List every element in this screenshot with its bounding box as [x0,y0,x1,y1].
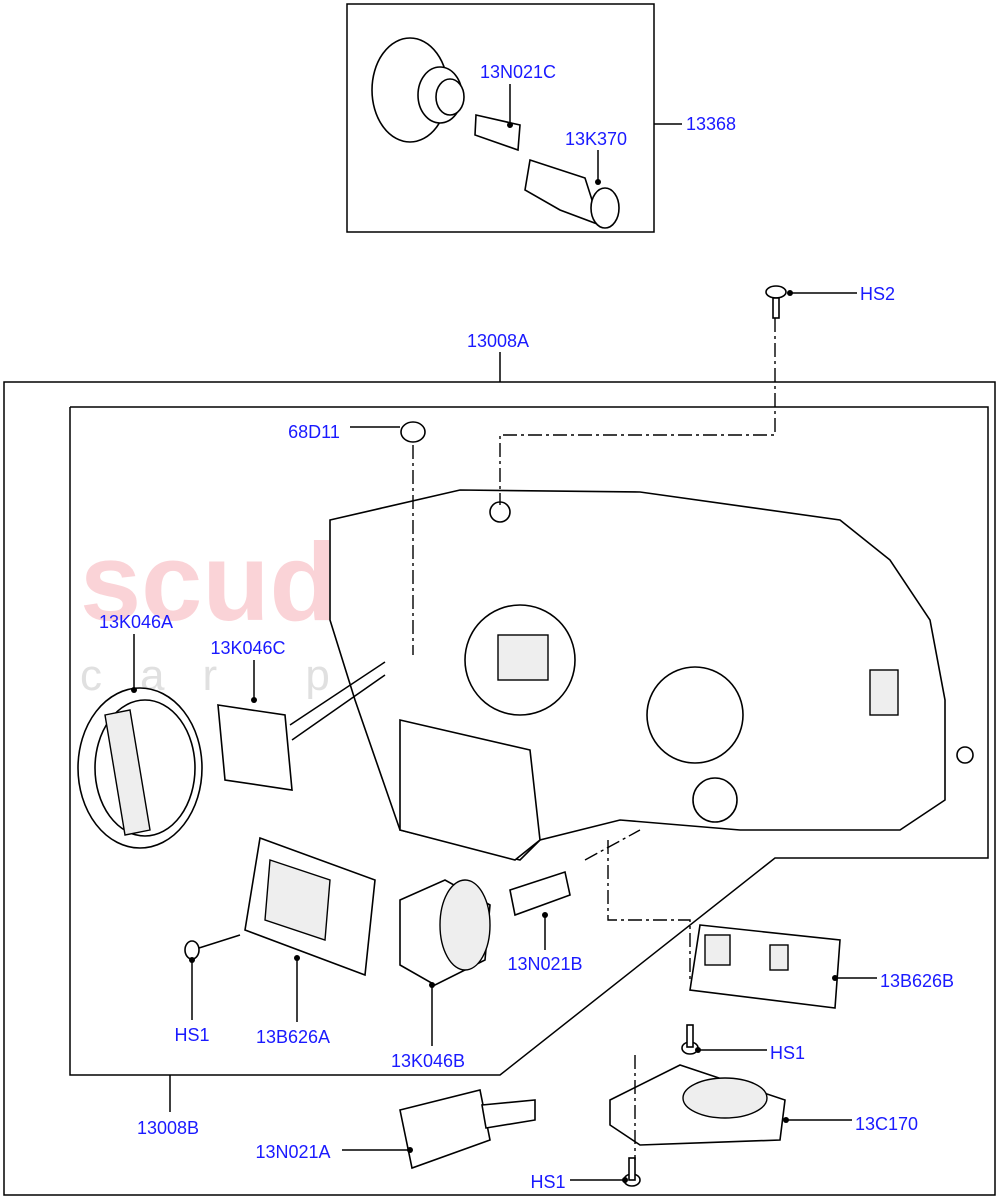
module-a-part [244,836,376,977]
label-13N021B[interactable]: 13N021B [507,954,582,974]
module-b-part [689,924,841,1009]
body-frame [69,406,989,1076]
label-13008A[interactable]: 13008A [467,331,529,351]
cover-c-part [217,661,386,791]
label-13B626B[interactable]: 13B626B [880,971,954,991]
label-HS1-left[interactable]: HS1 [174,1025,209,1045]
cover-b-part [399,879,491,986]
kit-frame [346,3,655,233]
leader-lines [131,84,877,1183]
label-13K046C[interactable]: 13K046C [210,638,285,658]
bulb-c-part [474,114,521,152]
label-13K046A[interactable]: 13K046A [99,612,173,632]
label-13N021C[interactable]: 13N021C [480,62,556,82]
screw-hs1-left-part [184,934,241,960]
label-13008B[interactable]: 13008B [137,1118,199,1138]
screw-hs1-right-part [681,1024,699,1055]
label-HS2[interactable]: HS2 [860,284,895,304]
label-13K370[interactable]: 13K370 [565,129,627,149]
label-HS1-bottom[interactable]: HS1 [530,1172,565,1192]
label-68D11[interactable]: 68D11 [288,422,340,442]
headlamp-part [329,489,974,861]
label-HS1-right[interactable]: HS1 [770,1043,805,1063]
label-13K046B[interactable]: 13K046B [391,1051,465,1071]
bulb-b-part [509,870,571,917]
label-13B626A[interactable]: 13B626A [256,1027,330,1047]
ballast-part [609,1064,786,1146]
bulb-a-part [399,1089,536,1170]
bulb-holder-part [371,37,465,143]
cover-a-part [77,687,203,849]
screw-hs2-part [765,285,787,319]
label-13N021A[interactable]: 13N021A [255,1142,330,1162]
label-13C170[interactable]: 13C170 [855,1114,918,1134]
label-13368[interactable]: 13368 [686,114,736,134]
socket-part [524,158,620,229]
cap-part [400,421,426,443]
guide-lines [412,318,776,1160]
